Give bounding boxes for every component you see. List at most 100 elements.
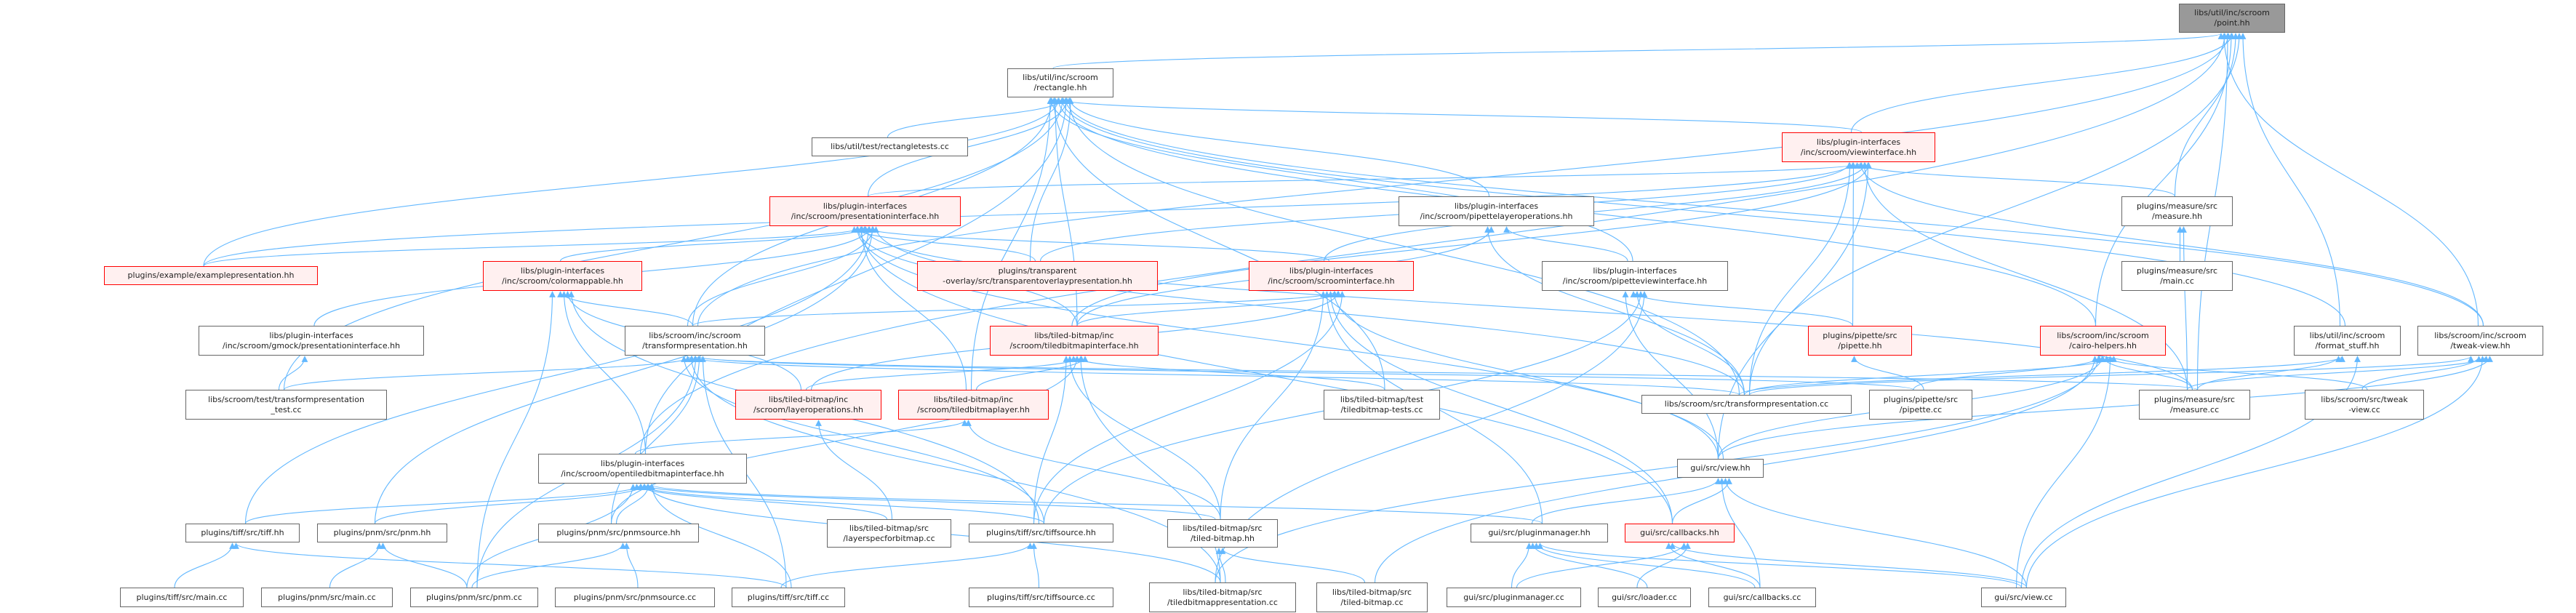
node-label-line: /inc/scroom/presentationinterface.hh: [791, 211, 940, 221]
include-edge-viewhh-to-pipetteview: [1622, 291, 1719, 460]
graph-node-transparent[interactable]: plugins/transparent-overlay/src/transpar…: [917, 261, 1158, 291]
graph-node-pnmcc[interactable]: plugins/pnm/src/pnm.cc: [410, 588, 538, 607]
graph-node-tbmcc[interactable]: libs/tiled-bitmap/src/tiled-bitmap.cc: [1316, 582, 1428, 612]
include-edge-tiffhh-to-opentbm: [244, 484, 644, 524]
graph-node-tiffsourcecc[interactable]: plugins/tiff/src/tiffsource.cc: [969, 588, 1113, 607]
graph-node-pipettelayer[interactable]: libs/plugin-interfaces/inc/scroom/pipett…: [1399, 196, 1594, 226]
include-edge-rectangletests-to-rectangle: [887, 97, 1067, 138]
include-edge-layerops-to-tbminterface: [805, 356, 1085, 390]
graph-node-tiffhh[interactable]: plugins/tiff/src/tiff.hh: [185, 524, 300, 542]
graph-node-tiffmain[interactable]: plugins/tiff/src/main.cc: [120, 588, 244, 607]
node-label-line: /tweak-view.hh: [2450, 340, 2511, 350]
graph-node-pipetteview[interactable]: libs/plugin-interfaces/inc/scroom/pipett…: [1542, 261, 1728, 291]
graph-node-colormappable[interactable]: libs/plugin-interfaces/inc/scroom/colorm…: [483, 261, 642, 291]
graph-node-pipettecc[interactable]: plugins/pipette/src/pipette.cc: [1869, 390, 1972, 420]
node-label-line: /inc/scroom/viewinterface.hh: [1800, 147, 1917, 157]
graph-node-transformhh[interactable]: libs/scroom/inc/scroom/transformpresenta…: [625, 326, 765, 356]
graph-node-pnmhh[interactable]: plugins/pnm/src/pnm.hh: [317, 524, 447, 542]
graph-node-tiffsourcehh[interactable]: plugins/tiff/src/tiffsource.hh: [969, 524, 1113, 542]
include-edge-transformtest-to-gmock: [278, 356, 308, 390]
graph-node-rectangle[interactable]: libs/util/inc/scroom/rectangle.hh: [1007, 68, 1113, 97]
graph-node-layerops[interactable]: libs/tiled-bitmap/inc/scroom/layeroperat…: [735, 390, 881, 420]
include-edge-transformtest-to-transformhh: [283, 356, 695, 390]
include-edge-pnmcc-to-pnmhh: [380, 542, 468, 588]
include-edge-transformcc-to-rectangle: [1065, 97, 1740, 396]
include-edge-callbackscc-to-viewhh: [1719, 478, 1761, 588]
include-edge-transformcc-to-transformhh: [684, 356, 1740, 396]
node-label-line: plugins/pnm/src/pnmsource.hh: [556, 528, 681, 537]
graph-node-layerspec[interactable]: libs/tiled-bitmap/src/layerspecforbitmap…: [827, 519, 951, 548]
node-label-line: libs/tiled-bitmap/src: [1183, 587, 1263, 597]
node-label-line: /inc/scroom/scroominterface.hh: [1268, 276, 1395, 286]
graph-node-pipettehh[interactable]: plugins/pipette/src/pipette.hh: [1808, 326, 1912, 356]
include-edge-example-to-presint: [203, 226, 865, 267]
include-edge-tiffsourcecc-to-tiffsourcehh: [1031, 542, 1040, 588]
graph-node-transformcc[interactable]: libs/scroom/src/transformpresentation.cc: [1641, 395, 1852, 414]
include-edge-transformhh-to-colormappable: [557, 291, 694, 326]
include-edge-callbackshh-to-viewhh: [1671, 478, 1732, 524]
include-edge-transformhh-to-scroomint: [692, 291, 1338, 326]
graph-node-tbmlayer[interactable]: libs/tiled-bitmap/inc/scroom/tiledbitmap…: [898, 390, 1049, 420]
graph-node-point[interactable]: libs/util/inc/scroom/point.hh: [2179, 4, 2285, 33]
graph-node-viewint[interactable]: libs/plugin-interfaces/inc/scroom/viewin…: [1782, 132, 1935, 162]
graph-node-formatstuff[interactable]: libs/util/inc/scroom/format_stuff.hh: [2294, 326, 2401, 356]
node-label-line: plugins/pnm/src/pnm.cc: [426, 592, 522, 602]
graph-node-pluginmgrhh[interactable]: gui/src/pluginmanager.hh: [1471, 524, 1608, 542]
graph-node-presint[interactable]: libs/plugin-interfaces/inc/scroom/presen…: [769, 196, 961, 226]
graph-node-cairo[interactable]: libs/scroom/inc/scroom/cairo-helpers.hh: [2040, 326, 2166, 356]
include-edge-tiffsourcehh-to-scroomint: [1033, 291, 1345, 524]
graph-node-pluginmgrcc[interactable]: gui/src/pluginmanager.cc: [1447, 588, 1581, 607]
node-label-line: /tiled-bitmap.hh: [1190, 533, 1255, 543]
include-edge-scroomint-to-viewint: [1323, 162, 1868, 262]
graph-node-callbackscc[interactable]: gui/src/callbacks.cc: [1708, 588, 1816, 607]
node-label-line: plugins/tiff/src/tiff.cc: [747, 592, 830, 602]
graph-node-viewcc[interactable]: gui/src/view.cc: [1981, 588, 2066, 607]
graph-node-measurehh[interactable]: plugins/measure/src/measure.hh: [2121, 196, 2233, 226]
graph-node-measurecc[interactable]: plugins/measure/src/measure.cc: [2139, 390, 2250, 420]
graph-node-pnmsourcecc[interactable]: plugins/pnm/src/pnmsource.cc: [555, 588, 715, 607]
node-label-line: plugins/measure/src: [2153, 394, 2236, 404]
graph-node-tweakcc[interactable]: libs/scroom/src/tweak-view.cc: [2305, 390, 2424, 420]
graph-node-gmock[interactable]: libs/plugin-interfaces/inc/scroom/gmock/…: [199, 326, 424, 356]
node-label-line: libs/tiled-bitmap/src: [1183, 523, 1263, 533]
include-edge-pipettehh-to-viewint: [1850, 162, 1857, 326]
node-label-line: libs/plugin-interfaces: [600, 458, 685, 468]
graph-node-tbmhh[interactable]: libs/tiled-bitmap/src/tiled-bitmap.hh: [1167, 519, 1278, 548]
include-edge-pipettelayer-to-rectangle: [1066, 97, 1490, 197]
graph-node-transformtest[interactable]: libs/scroom/test/transformpresentation_t…: [185, 390, 387, 420]
graph-node-tiffcc[interactable]: plugins/tiff/src/tiff.cc: [732, 588, 845, 607]
graph-node-loadercc[interactable]: gui/src/loader.cc: [1598, 588, 1691, 607]
graph-node-measuremain[interactable]: plugins/measure/src/main.cc: [2121, 261, 2233, 291]
node-label-line: /pipette.cc: [1899, 404, 1943, 414]
node-label-line: /rectangle.hh: [1033, 83, 1087, 92]
graph-node-tbminterface[interactable]: libs/tiled-bitmap/inc/scroom/tiledbitmap…: [990, 326, 1159, 356]
graph-node-opentbm[interactable]: libs/plugin-interfaces/inc/scroom/openti…: [538, 454, 747, 484]
node-label-line: plugins/pnm/src/pnm.hh: [333, 528, 431, 537]
include-edge-viewcc-to-viewhh: [1722, 478, 2028, 588]
graph-node-pnmsourcehh[interactable]: plugins/pnm/src/pnmsource.hh: [538, 524, 699, 542]
node-label-line: /scroom/layeroperations.hh: [753, 404, 863, 414]
graph-node-callbackshh[interactable]: gui/src/callbacks.hh: [1625, 524, 1735, 542]
include-edge-viewcc-to-pluginmgrhh: [1537, 542, 2023, 588]
include-edge-pipetteview-to-pipettelayer: [1503, 226, 1628, 262]
include-edge-tbmhh-to-tbminterface: [1066, 356, 1221, 520]
include-edge-rectangle-to-point: [1052, 33, 2224, 69]
include-edge-viewcc-to-tweakhh: [2025, 356, 2486, 588]
include-edge-tbmpres-to-tbminterface: [1077, 356, 1221, 583]
include-edge-loadercc-to-pluginmgrhh: [1529, 542, 1648, 588]
graph-node-rectangletests[interactable]: libs/util/test/rectangletests.cc: [812, 137, 968, 156]
graph-node-example[interactable]: plugins/example/examplepresentation.hh: [104, 266, 318, 285]
graph-node-viewhh[interactable]: gui/src/view.hh: [1677, 459, 1764, 478]
include-edge-transformcc-to-tweakhh: [1748, 356, 2474, 396]
graph-node-tbmpres[interactable]: libs/tiled-bitmap/src/tiledbitmappresent…: [1149, 582, 1296, 612]
include-edge-tiffsourcehh-to-transformhh: [681, 356, 1045, 524]
graph-node-tweakhh[interactable]: libs/scroom/inc/scroom/tweak-view.hh: [2417, 326, 2543, 356]
include-edge-formatstuff-to-rectangle: [1058, 97, 2346, 326]
graph-node-scroomint[interactable]: libs/plugin-interfaces/inc/scroom/scroom…: [1249, 261, 1414, 291]
include-edge-measurecc-to-measurehh: [2180, 226, 2188, 390]
include-edge-viewhh-to-viewint: [1717, 162, 1871, 460]
graph-node-tbmtests[interactable]: libs/tiled-bitmap/test/tiledbitmap-tests…: [1324, 390, 1440, 420]
include-edge-scroomint-to-presint: [862, 226, 1330, 262]
include-edge-measurehh-to-viewint: [1854, 162, 2176, 197]
graph-node-pnmmain[interactable]: plugins/pnm/src/main.cc: [261, 588, 393, 607]
